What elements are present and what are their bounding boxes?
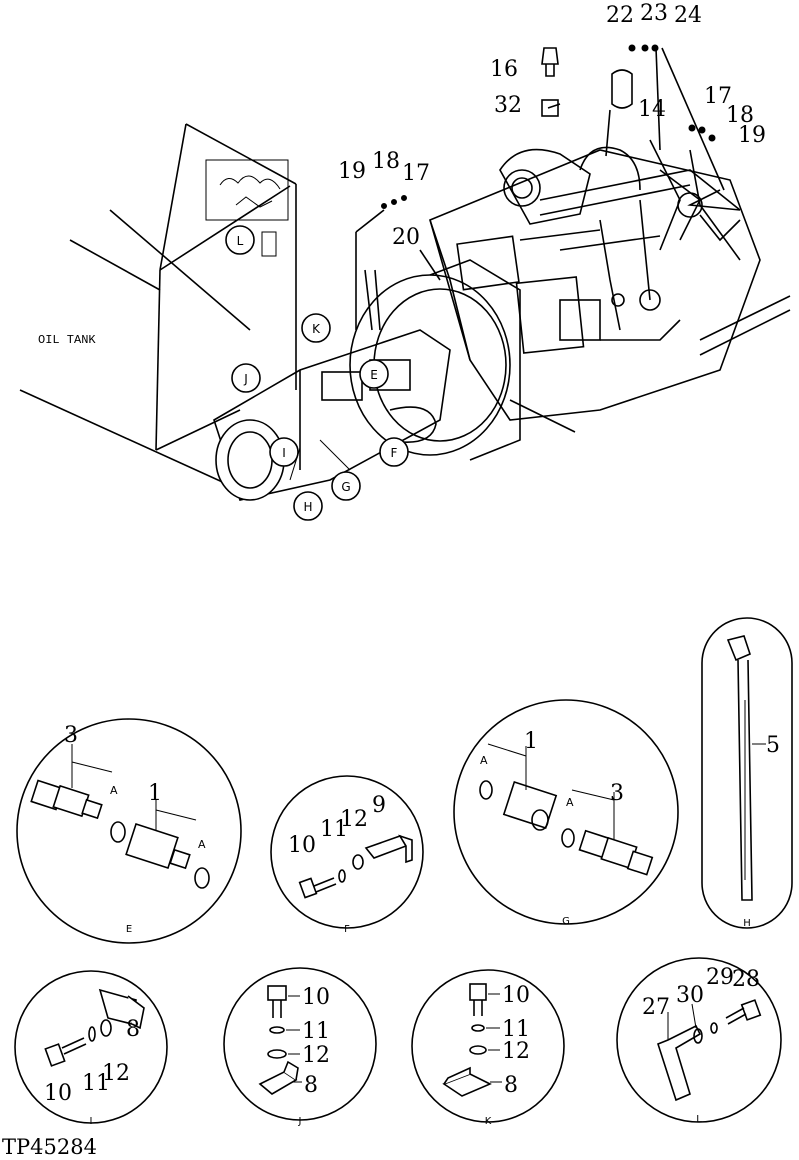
callout-32: 32 xyxy=(494,93,522,118)
tag-I: I xyxy=(282,446,286,460)
callout-3: 3 xyxy=(64,723,78,748)
detail-label-e: E xyxy=(126,924,132,935)
oil-tank-label: OIL TANK xyxy=(38,333,96,347)
bolt-10 xyxy=(267,985,287,1018)
callout-12: 12 xyxy=(502,1039,530,1064)
detail-label-g: G xyxy=(562,916,570,927)
tag-L: L xyxy=(237,234,244,248)
cable-tie-5 xyxy=(726,635,753,901)
callout-3: 3 xyxy=(610,781,624,806)
callout-14: 14 xyxy=(638,97,666,122)
label-a-oring: A xyxy=(198,838,206,851)
tag-H: H xyxy=(303,500,312,514)
callout-11: 11 xyxy=(502,1017,530,1042)
detail-k: 10 11 12 8 K xyxy=(411,969,565,1127)
label-a-oring: A xyxy=(566,796,574,809)
callout-1: 1 xyxy=(524,729,538,754)
callout-12: 12 xyxy=(302,1043,330,1068)
tag-K: K xyxy=(312,322,321,336)
callout-27: 27 xyxy=(642,995,670,1020)
callout-10: 10 xyxy=(302,985,330,1010)
detail-label-f: F xyxy=(344,924,350,935)
oil-tank xyxy=(19,123,297,491)
callout-5: 5 xyxy=(766,733,780,758)
overview-illustration: OIL TANK xyxy=(19,1,791,521)
exploded-parts xyxy=(355,44,725,330)
callout-11: 11 xyxy=(82,1071,110,1096)
bolt-28 xyxy=(725,999,762,1025)
callout-18-right: 18 xyxy=(726,103,754,128)
detail-g: 1 A A 3 G xyxy=(453,699,679,927)
detail-label-k: K xyxy=(485,1116,492,1127)
tag-G: G xyxy=(341,480,350,494)
adapter-1 xyxy=(125,822,191,870)
callout-24: 24 xyxy=(674,3,702,28)
detail-j: 10 11 12 8 J xyxy=(223,967,377,1127)
detail-label-l: L xyxy=(696,1114,702,1125)
pressure-switch-3 xyxy=(578,829,654,876)
callout-19-right: 19 xyxy=(738,123,766,148)
callout-9: 9 xyxy=(372,793,386,818)
callout-18-left: 18 xyxy=(372,149,400,174)
clip-8 xyxy=(442,1066,492,1097)
callout-28: 28 xyxy=(732,967,760,992)
adapter-1 xyxy=(502,781,558,831)
clip-9 xyxy=(364,834,413,864)
detail-e: 3 A 1 A E xyxy=(16,718,242,944)
callout-8: 8 xyxy=(504,1073,518,1098)
bolt-10 xyxy=(44,1037,87,1067)
detail-label-i: I xyxy=(90,1116,93,1127)
bolt-10 xyxy=(298,877,337,899)
callout-19-left: 19 xyxy=(338,159,366,184)
label-a-oring: A xyxy=(110,784,118,797)
callout-30: 30 xyxy=(676,983,704,1008)
tag-F: F xyxy=(391,446,398,460)
callout-16: 16 xyxy=(490,57,518,82)
detail-label-j: J xyxy=(298,1116,302,1127)
figure-reference: TP45284 xyxy=(2,1135,97,1159)
overview-callouts: 22 23 24 16 14 32 17 18 19 19 18 17 20 xyxy=(338,1,766,250)
detail-label-h: H xyxy=(743,918,751,929)
callout-11: 11 xyxy=(302,1019,330,1044)
callout-17-right: 17 xyxy=(704,84,732,109)
callout-22: 22 xyxy=(606,3,634,28)
callout-10: 10 xyxy=(288,833,316,858)
clip-8 xyxy=(98,988,145,1030)
callout-12: 12 xyxy=(102,1061,130,1086)
callout-12: 12 xyxy=(340,807,368,832)
detail-h: 5 H xyxy=(701,617,793,929)
callout-10: 10 xyxy=(502,983,530,1008)
callout-1: 1 xyxy=(148,781,162,806)
engine xyxy=(429,146,791,433)
tag-E: E xyxy=(370,368,378,382)
tag-J: J xyxy=(243,372,248,386)
callout-20: 20 xyxy=(392,225,420,250)
callout-23: 23 xyxy=(640,1,668,26)
callout-8: 8 xyxy=(126,1017,140,1042)
detail-i: 8 10 11 12 I xyxy=(14,970,168,1127)
callout-10: 10 xyxy=(44,1081,72,1106)
callout-29: 29 xyxy=(706,965,734,990)
detail-f: 10 11 12 9 F xyxy=(270,775,424,935)
bolt-10 xyxy=(469,983,487,1016)
callout-8: 8 xyxy=(304,1073,318,1098)
callout-17-left: 17 xyxy=(402,161,430,186)
clip-27 xyxy=(657,1024,702,1102)
section-tags: L K J E I F G H xyxy=(225,225,409,521)
pressure-switch-3 xyxy=(30,779,103,820)
detail-l: 27 30 29 28 L xyxy=(616,957,782,1125)
callout-11: 11 xyxy=(320,817,348,842)
cooling-fan xyxy=(649,139,741,261)
label-a-oring: A xyxy=(480,754,488,767)
hydraulic-pump xyxy=(213,329,451,501)
clip-8 xyxy=(258,1060,299,1095)
